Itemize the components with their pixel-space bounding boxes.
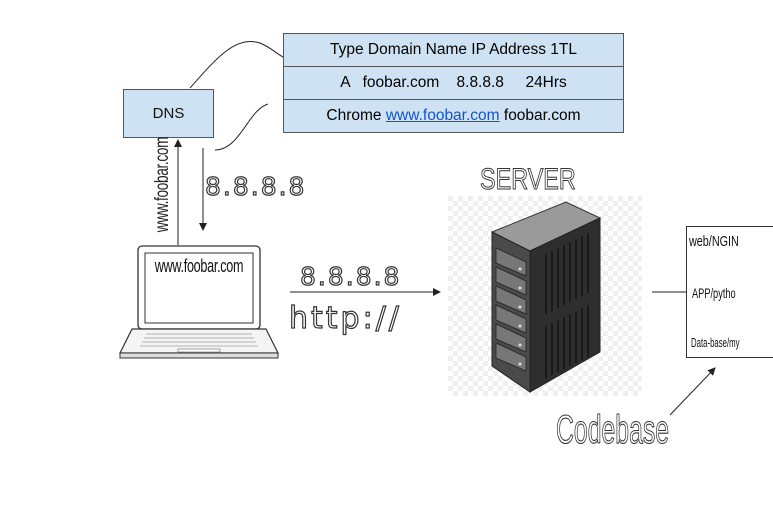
browser-prefix: Chrome	[326, 107, 386, 124]
dns-to-table-curve-top	[189, 41, 286, 89]
request-ip: 8.8.8.8	[299, 261, 402, 291]
dns-to-table-curve-bottom	[214, 103, 269, 151]
dns-label: DNS	[152, 105, 185, 122]
software-stack-panel: web/NGIN APP/pytho Data-base/my	[686, 226, 773, 358]
dns-server-box: DNS	[123, 89, 214, 138]
codebase-label: Codebase	[556, 407, 670, 452]
stack-app-layer: APP/pytho	[692, 285, 736, 301]
server-rack-icon	[448, 196, 642, 396]
foobar-link[interactable]: www.foobar.com	[385, 107, 500, 124]
dns-table-record: A foobar.com 8.8.8.8 24Hrs	[340, 74, 567, 91]
dns-query-label: www.foobar.com	[152, 136, 173, 233]
laptop-screen-text: www.foobar.com	[154, 256, 244, 276]
dns-record-table: Type Domain Name IP Address 1TL A foobar…	[283, 33, 624, 133]
dns-table-browser-row: Chrome www.foobar.com foobar.com	[283, 100, 624, 133]
server-title: SERVER	[480, 163, 577, 197]
browser-suffix: foobar.com	[499, 107, 581, 124]
laptop-icon	[119, 245, 279, 359]
stack-web-layer: web/NGIN	[689, 233, 739, 250]
dns-table-record-row: A foobar.com 8.8.8.8 24Hrs	[283, 67, 624, 100]
protocol-label: http://	[288, 300, 402, 336]
codebase-arrow	[669, 367, 716, 416]
dns-table-header-row: Type Domain Name IP Address 1TL	[283, 33, 624, 67]
stack-db-layer: Data-base/my	[691, 335, 740, 350]
dns-table-header: Type Domain Name IP Address 1TL	[330, 41, 577, 58]
dns-response-ip: 8.8.8.8	[204, 171, 307, 201]
